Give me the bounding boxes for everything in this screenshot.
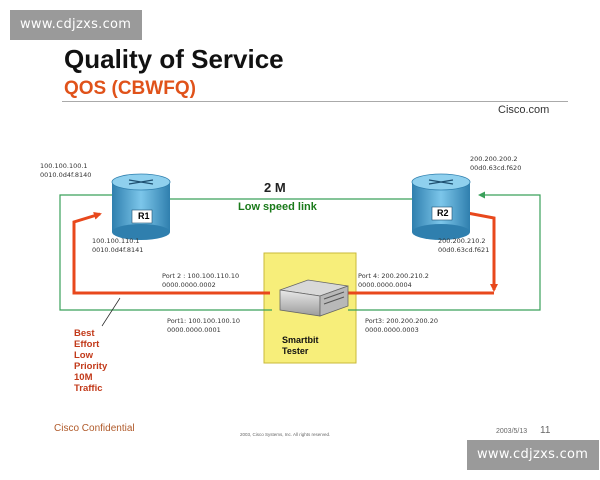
port-1-label: Port1: 100.100.100.10 0000.0000.0001 (167, 317, 240, 335)
traffic-line: Best (74, 328, 95, 339)
traffic-line: Low (74, 350, 93, 361)
r2-bottom-mac: 00d0.63cd.f621 (438, 246, 490, 254)
port-2-mac: 0000.0000.0002 (162, 281, 216, 289)
r2-bottom-address: 200.200.210.2 00d0.63cd.f621 (438, 237, 489, 255)
traffic-pointer (101, 297, 121, 327)
port-4-name: Port 4: 200.200.210.2 (358, 272, 429, 280)
port-3-name: Port3: 200.200.200.20 (365, 317, 438, 325)
watermark-bottom: www.cdjzxs.com (467, 440, 599, 470)
watermark-top: www.cdjzxs.com (10, 10, 142, 40)
r2-top-mac: 00d0.63cd.f620 (470, 164, 522, 172)
confidential-label: Cisco Confidential (54, 423, 135, 434)
device-label-line1: Smartbit (282, 335, 319, 345)
router-r2 (411, 173, 471, 240)
port-2-label: Port 2 : 100.100.110.10 0000.0000.0002 (162, 272, 239, 290)
port-3-label: Port3: 200.200.200.20 0000.0000.0003 (365, 317, 438, 335)
r1-top-mac: 0010.0d4f.8140 (40, 171, 92, 179)
r1-bottom-ip: 100.100.110.1 (92, 237, 140, 245)
link-speed-label: 2 M (264, 180, 286, 195)
copyright-label: 2003, Cisco Systems, Inc. All rights res… (240, 432, 331, 437)
r1-bottom-address: 100.100.110.1 0010.0d4f.8141 (92, 237, 143, 255)
smartbit-tester-label: Smartbit Tester (282, 335, 319, 357)
port-2-name: Port 2 : 100.100.110.10 (162, 272, 240, 280)
r2-bottom-ip: 200.200.210.2 (438, 237, 486, 245)
brand-label: Cisco.com (498, 104, 550, 116)
traffic-line: Priority (74, 361, 108, 372)
traffic-line: Effort (74, 339, 100, 350)
traffic-line: 10M (74, 372, 93, 383)
r1-top-address: 100.100.100.1 0010.0d4f.8140 (40, 162, 91, 180)
port-1-name: Port1: 100.100.100.10 (167, 317, 240, 325)
traffic-path-right-down (461, 210, 498, 292)
r1-bottom-mac: 0010.0d4f.8141 (92, 246, 144, 254)
r1-top-ip: 100.100.100.1 (40, 162, 88, 170)
slide-title: Quality of Service (64, 44, 284, 74)
date-label: 2003/5/13 (496, 428, 528, 435)
port-4-label: Port 4: 200.200.210.2 0000.0000.0004 (358, 272, 429, 290)
traffic-path-left (72, 211, 270, 295)
traffic-line: Traffic (74, 383, 103, 394)
link-name-label: Low speed link (238, 201, 317, 213)
port-4-mac: 0000.0000.0004 (358, 281, 412, 289)
smartbit-device (279, 279, 349, 317)
port-1-mac: 0000.0000.0001 (167, 326, 221, 334)
router-r2-label: R2 (437, 208, 449, 218)
r2-top-ip: 200.200.200.2 (470, 155, 518, 163)
page-number: 11 (540, 425, 551, 436)
r2-top-address: 200.200.200.2 00d0.63cd.f620 (470, 155, 521, 173)
router-r1-label: R1 (138, 211, 150, 221)
port-3-mac: 0000.0000.0003 (365, 326, 419, 334)
traffic-label: Best Effort Low Priority 10M Traffic (74, 328, 107, 394)
slide-subtitle: QOS (CBWFQ) (64, 78, 196, 99)
device-label-line2: Tester (282, 346, 309, 356)
header-rule (62, 101, 568, 102)
green-path-right (348, 191, 541, 311)
router-r1 (111, 173, 171, 240)
green-path-left (59, 194, 272, 311)
